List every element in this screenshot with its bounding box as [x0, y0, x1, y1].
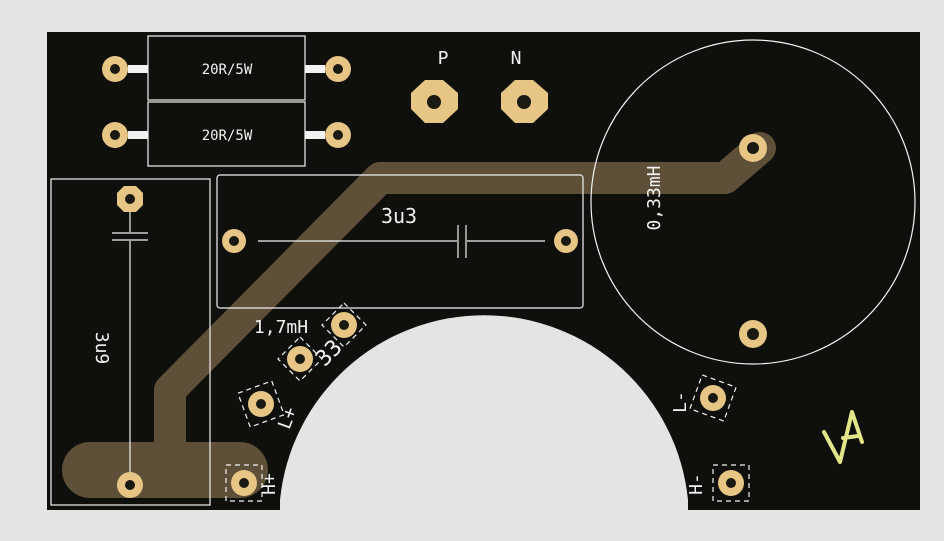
terminal-n: N [501, 48, 548, 123]
pad-l-minus: L- [670, 374, 737, 422]
capacitor-3u9-label: 3u9 [91, 332, 112, 365]
copper-traces [62, 132, 776, 498]
capacitor-3u3: 3u3 [216, 174, 584, 309]
resistor-1-label: 20R/5W [202, 62, 253, 78]
pad-h-minus: H- [686, 464, 750, 502]
va-logo-icon [822, 410, 864, 464]
resistor-1: 20R/5W [102, 35, 351, 101]
pad-l-minus-label: L- [670, 391, 691, 413]
pad-h-minus-label: H- [686, 473, 707, 495]
terminal-p: P [411, 48, 458, 123]
pad-h-plus: H+ [225, 464, 280, 502]
terminal-p-label: P [438, 48, 449, 69]
board-cutout [280, 315, 688, 541]
capacitor-3u3-label: 3u3 [381, 204, 417, 228]
pad-h-plus-label: H+ [259, 473, 280, 495]
capacitor-3u9: 3u9 [50, 178, 211, 506]
terminal-n-label: N [511, 48, 522, 69]
inductor-0-33mh: 0,33mH [590, 39, 916, 365]
resistor-2-label: 20R/5W [202, 128, 253, 144]
resistor-2: 20R/5W [102, 101, 351, 167]
inductor-0-33mh-label: 0,33mH [644, 165, 665, 230]
inductor-1-7mh-label: 1,7mH [254, 317, 308, 338]
